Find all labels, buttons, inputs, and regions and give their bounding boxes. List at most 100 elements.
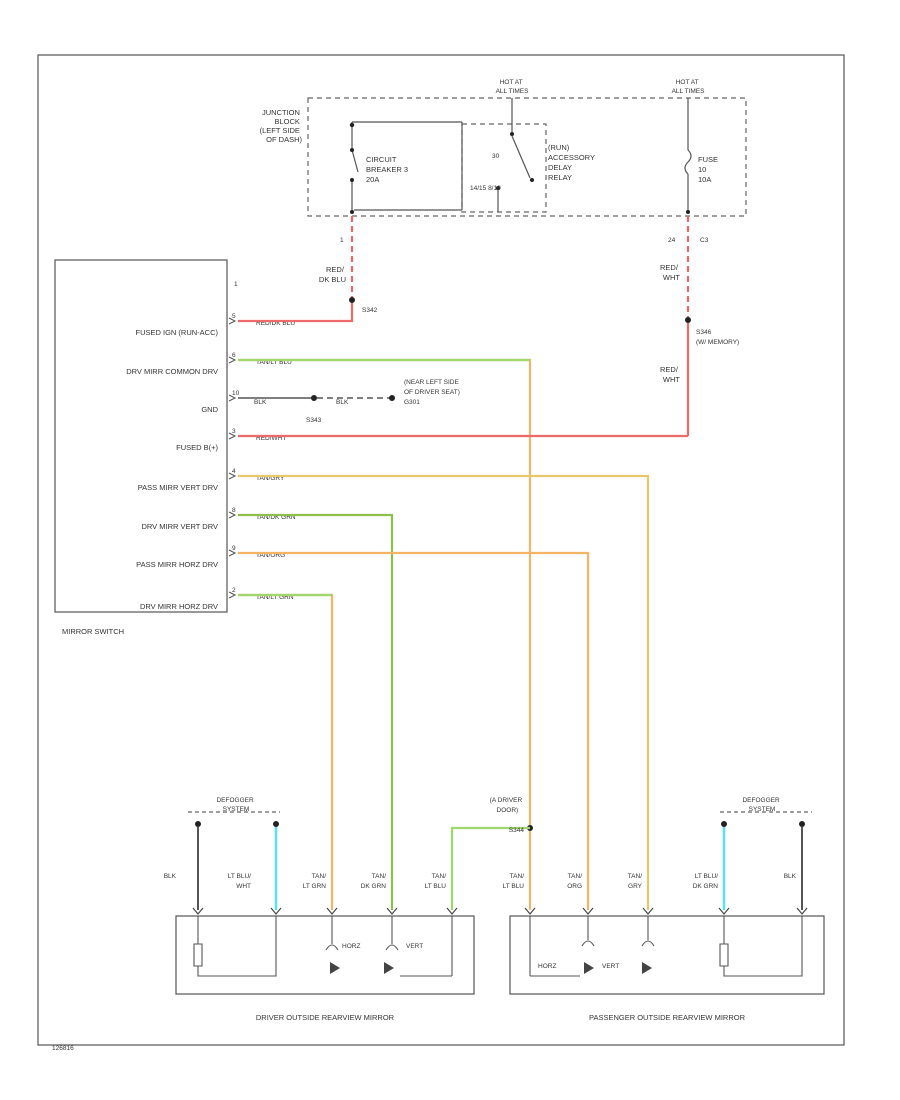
jb-pin-right: 24 <box>668 237 676 244</box>
mirror-connector-pin <box>270 907 282 915</box>
switch-row-pin: 2 <box>232 587 236 594</box>
gnd-wire-label-2: BLK <box>336 399 349 406</box>
switch-row-wire-label: TAN/ORG <box>256 552 285 559</box>
passenger-wire-label: GRY <box>628 883 643 890</box>
switch-row-pin-marker <box>228 432 237 440</box>
passenger-mirror-title: PASSENGER OUTSIDE REARVIEW MIRROR <box>589 1013 746 1022</box>
switch-row-pin: 3 <box>232 428 236 435</box>
wire-pass-mirr-horz <box>238 551 590 910</box>
circuit-breaker-label: CIRCUIT BREAKER 3 20A <box>366 155 410 184</box>
mirror-switch-pin1: 1 <box>234 281 238 288</box>
wire-pass-mirr-vert <box>238 474 650 910</box>
fuse-label: FUSE 10 10A <box>698 155 720 184</box>
switch-row-label: DRV MIRR COMMON DRV <box>126 367 218 376</box>
driver-mirror-box <box>175 915 475 995</box>
relay-pin-30: 30 <box>492 153 500 160</box>
wire-fused-ign <box>238 303 354 323</box>
switch-row-label: PASS MIRR HORZ DRV <box>136 560 218 569</box>
passenger-wire-label: TAN/ <box>628 873 643 880</box>
ground-location-label: (NEAR LEFT SIDE OF DRIVER SEAT) G301 <box>404 379 462 406</box>
driver-heater-element <box>193 916 277 977</box>
footer-code: 126816 <box>52 1045 74 1052</box>
switch-row-wire-label: TAN/LT BLU <box>256 359 292 366</box>
driver-wire-label: TAN/ <box>432 873 447 880</box>
passenger-wire-label: BLK <box>784 873 797 880</box>
hot-at-all-times-right: HOT AT ALL TIMES <box>672 79 706 95</box>
splice-s343 <box>311 395 317 401</box>
switch-row-label: GND <box>201 405 218 414</box>
mirror-connector-pin <box>582 907 594 915</box>
relay-pins-bottom: 14/15 8/10 <box>470 185 501 192</box>
switch-row-pin: 4 <box>232 468 236 475</box>
wire-label-red-wht-top: RED/ WHT <box>660 263 680 282</box>
splice-s344-label: (A DRIVER DOOR) S344 <box>490 797 525 834</box>
switch-row-pin: 10 <box>232 390 240 397</box>
mirror-switch-box <box>54 259 228 613</box>
circuit-breaker <box>349 121 463 214</box>
splice-s346-label: S346 (W/ MEMORY) <box>696 329 739 346</box>
switch-row-wire-label: TAN/LT GRN <box>256 594 294 601</box>
switch-row-pin-marker <box>228 591 237 599</box>
passenger-wire-label: TAN/ <box>568 873 583 880</box>
driver-wire-label: LT GRN <box>303 883 327 890</box>
driver-wire-label: LT BLU <box>425 883 447 890</box>
passenger-mirror-box <box>509 915 825 995</box>
passenger-mirror <box>509 811 825 995</box>
passenger-wire-label: LT BLU <box>503 883 525 890</box>
switch-row-pin-marker <box>228 549 237 557</box>
switch-row-pin-marker <box>228 356 237 364</box>
relay-outline <box>461 123 547 213</box>
splice-s343-label: S343 <box>306 417 322 424</box>
hot-at-all-times-left: HOT AT ALL TIMES <box>496 79 530 95</box>
switch-row-wire-label: RED/WHT <box>256 435 286 442</box>
mirror-connector-pin <box>796 907 808 915</box>
accessory-delay-relay <box>496 98 534 212</box>
driver-wire-label: LT BLU/ <box>228 873 251 880</box>
diagram-border <box>37 54 845 1046</box>
splice-s346 <box>685 317 691 323</box>
passenger-wire-label: DK GRN <box>693 883 719 890</box>
splice-s342 <box>349 297 355 303</box>
switch-row-pin: 5 <box>232 313 236 320</box>
switch-row-label: FUSED B(+) <box>176 443 218 452</box>
mirror-connector-pin <box>718 907 730 915</box>
driver-mirror-title: DRIVER OUTSIDE REARVIEW MIRROR <box>256 1013 395 1022</box>
driver-motor-diodes <box>330 962 394 974</box>
driver-wire-label: TAN/ <box>372 873 387 880</box>
driver-defogger-label: DEFOGGER SYSTEM <box>216 797 255 813</box>
switch-row-label: DRV MIRR HORZ DRV <box>140 602 218 611</box>
driver-wire-label: BLK <box>164 873 177 880</box>
passenger-wire-label: LT BLU/ <box>695 873 718 880</box>
junction-block-label: JUNCTION BLOCK (LEFT SIDE OF DASH) <box>260 108 303 144</box>
fuse-10 <box>684 98 692 214</box>
switch-row-pin-marker <box>228 394 237 402</box>
mirror-connector-pin <box>192 907 204 915</box>
switch-row-pin-marker <box>228 511 237 519</box>
passenger-vert-label: VERT <box>602 963 619 970</box>
passenger-motor-contacts <box>581 916 655 947</box>
driver-mirror <box>175 811 475 995</box>
passenger-wire-label: TAN/ <box>510 873 525 880</box>
driver-wire-label: WHT <box>236 883 251 890</box>
gnd-wire-label: BLK <box>254 399 267 406</box>
switch-row-label: PASS MIRR VERT DRV <box>138 483 218 492</box>
driver-wire-label: DK GRN <box>361 883 387 890</box>
wire-s344-to-driver <box>450 826 530 910</box>
passenger-horz-label: HORZ <box>538 963 556 970</box>
mirror-connector-pins <box>192 907 808 915</box>
switch-row-label: DRV MIRR VERT DRV <box>141 522 218 531</box>
switch-row-label: FUSED IGN (RUN-ACC) <box>136 328 219 337</box>
wire-label-red-dkblu: RED/ DK BLU <box>319 265 346 284</box>
splice-s342-label: S342 <box>362 307 378 314</box>
switch-row-pin: 9 <box>232 545 236 552</box>
switch-row-wire-label: TAN/DK GRN <box>256 514 296 521</box>
wire-drv-mirr-vert <box>238 513 394 910</box>
passenger-defogger-label: DEFOGGER SYSTEM <box>742 797 781 813</box>
switch-row-pin: 8 <box>232 507 236 514</box>
switch-row-wire-label: RED/DK BLU <box>256 320 295 327</box>
wire-label-red-wht-bottom: RED/ WHT <box>660 365 680 384</box>
driver-horz-label: HORZ <box>342 943 360 950</box>
driver-motor-contacts <box>325 916 399 951</box>
